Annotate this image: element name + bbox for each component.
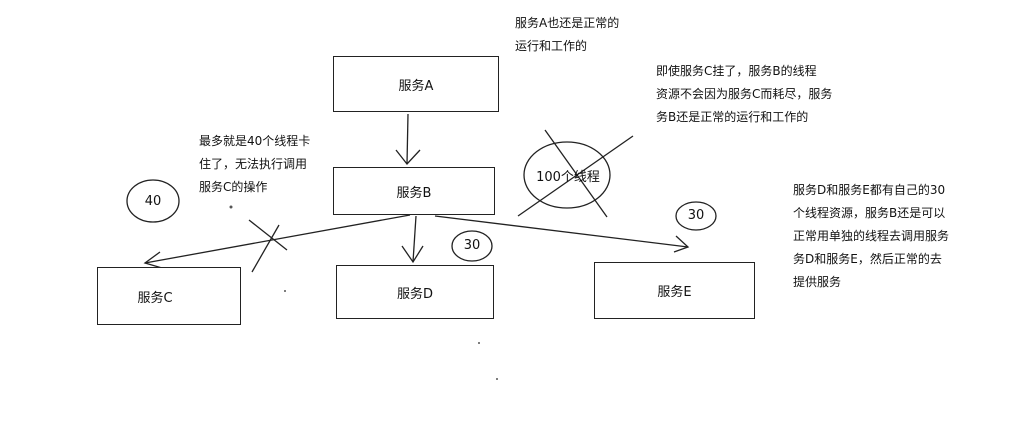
cross-mark-line bbox=[248, 219, 288, 251]
service-e-label: 服务E bbox=[657, 285, 692, 300]
note-service-b: 即使服务C挂了，服务B的线程 资源不会因为服务C而耗尽，服务 务B还是正常的运行… bbox=[656, 64, 833, 124]
service-c-label: 服务C bbox=[137, 290, 173, 306]
thread-pool-circle-c bbox=[126, 179, 180, 223]
thread-pool-label-d: 30 bbox=[463, 238, 481, 253]
service-b-box: 服务B bbox=[333, 167, 495, 215]
thread-pool-circle-b bbox=[523, 141, 611, 209]
arrow-b-to-d bbox=[412, 215, 417, 263]
stray-dot bbox=[496, 378, 498, 380]
note-service-c: 最多就是40个线程卡 住了，无法执行调用 服务C的操作 bbox=[199, 134, 311, 194]
arrowhead-b-to-c bbox=[143, 251, 163, 269]
thread-pool-circle-d bbox=[451, 230, 493, 262]
service-d-label: 服务D bbox=[396, 286, 433, 302]
arrowhead-b-to-d bbox=[401, 245, 424, 264]
stray-dot bbox=[229, 205, 233, 209]
thread-pool-label-c: 40 bbox=[144, 194, 162, 209]
stray-dot bbox=[478, 342, 480, 344]
arrow-b-to-e bbox=[434, 215, 689, 248]
service-b-label: 服务B bbox=[396, 185, 432, 201]
thread-pool-label-e: 30 bbox=[687, 208, 705, 223]
cross-mark-line bbox=[251, 224, 280, 273]
service-a-label: 服务A bbox=[398, 78, 434, 94]
note-service-d-e: 服务D和服务E都有自己的30 个线程资源，服务B还是可以 正常用单独的线程去调用… bbox=[793, 183, 950, 289]
cross-mark-thread-pool bbox=[517, 135, 634, 217]
service-a-box: 服务A bbox=[333, 56, 499, 112]
thread-pool-label-b: 100个线程 bbox=[536, 170, 600, 185]
service-d-box: 服务D bbox=[336, 265, 494, 319]
arrowhead-a-to-b bbox=[395, 149, 421, 165]
service-c-box: 服务C bbox=[97, 267, 241, 325]
note-service-a: 服务A也还是正常的 运行和工作的 bbox=[515, 16, 620, 53]
service-e-box: 服务E bbox=[594, 262, 755, 319]
arrow-b-to-c bbox=[144, 214, 411, 264]
arrowhead-b-to-e bbox=[673, 235, 690, 253]
cross-mark-thread-pool bbox=[544, 129, 608, 218]
stray-dot bbox=[284, 290, 286, 292]
arrow-a-to-b bbox=[406, 113, 409, 165]
thread-pool-circle-e bbox=[675, 201, 717, 231]
